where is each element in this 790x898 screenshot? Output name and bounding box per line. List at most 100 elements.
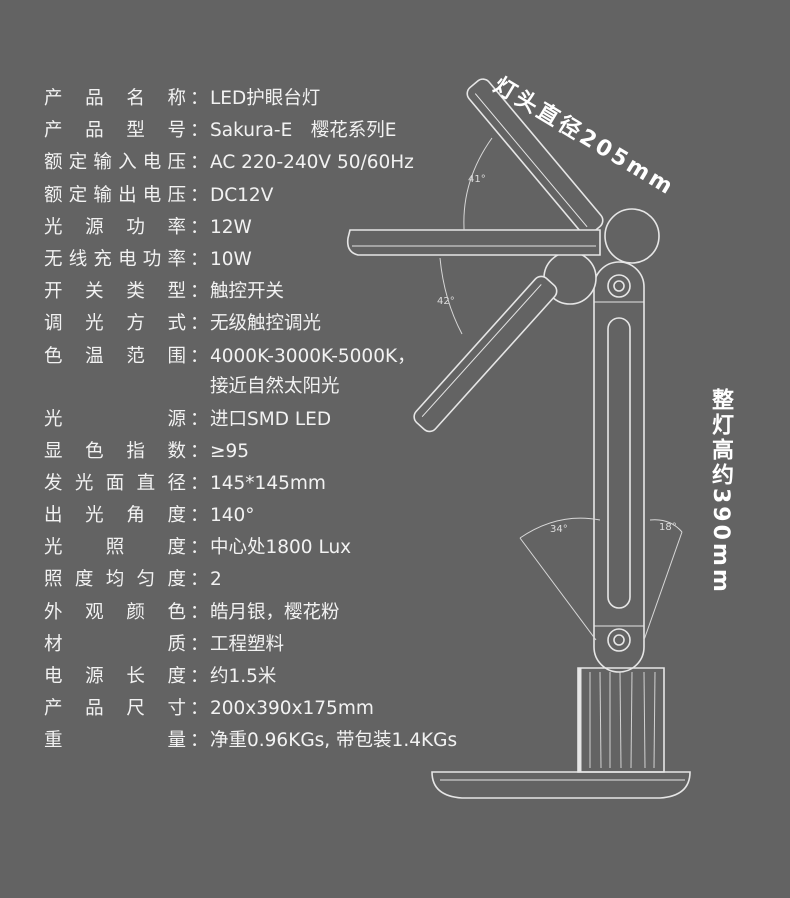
spec-row: 材质：工程塑料 xyxy=(44,630,457,662)
spec-row: 调光方式：无级触控调光 xyxy=(44,309,457,341)
spec-label-char: 产 xyxy=(44,120,63,142)
spec-label-char: 方 xyxy=(126,313,145,335)
spec-label-char: 定 xyxy=(68,152,88,174)
spec-label-char: 重 xyxy=(44,730,63,752)
lamp-base xyxy=(431,771,691,799)
spec-value-text: LED护眼台灯 xyxy=(210,88,321,109)
spec-value-text: 工程塑料 xyxy=(210,633,285,655)
lamp-head-low xyxy=(413,275,558,433)
spec-label-char: 度 xyxy=(167,537,186,559)
spec-value-text: 10W xyxy=(210,248,252,270)
spec-value: 触控开关 xyxy=(210,277,284,307)
spec-value-text: ≥95 xyxy=(210,440,250,462)
spec-value: 10W xyxy=(210,245,252,275)
spec-label-char: 压 xyxy=(167,152,186,174)
spec-label-char: 长 xyxy=(126,666,145,687)
spec-label: 额定输出电压 xyxy=(44,181,186,211)
angle-34-label: 34° xyxy=(550,524,568,535)
spec-label: 材质 xyxy=(44,630,186,660)
spec-value: 约1.5米 xyxy=(210,662,276,692)
spec-value-text: 皓月银，樱花粉 xyxy=(210,601,340,623)
spec-value-text: 140° xyxy=(210,505,255,527)
spec-label-char: 发 xyxy=(44,472,63,494)
spec-colon: ： xyxy=(190,698,209,720)
spec-label-char: 额 xyxy=(44,184,63,206)
spec-colon: ： xyxy=(190,281,209,303)
spec-value: 12W xyxy=(210,213,252,243)
spec-value-text: 2 xyxy=(210,569,222,591)
spec-label-char: 品 xyxy=(85,120,104,142)
spec-value: 200x390x175mm xyxy=(210,694,374,724)
spec-label-char: 尺 xyxy=(126,698,145,720)
spec-label: 无线充电功率 xyxy=(44,245,186,275)
spec-label-char: 外 xyxy=(44,601,63,623)
spec-value: 工程塑料 xyxy=(210,630,284,660)
spec-label-char: 调 xyxy=(44,313,63,335)
spec-row: 产品型号：Sakura-E 樱花系列E xyxy=(44,116,457,148)
spec-value: 进口SMD LED xyxy=(210,405,331,435)
angle-18-label: 18° xyxy=(659,522,677,533)
spec-label-char: 观 xyxy=(85,601,104,623)
lamp-arm xyxy=(593,261,645,673)
spec-value-text: 中心处1800 Lux xyxy=(210,537,352,559)
spec-label-char: 量 xyxy=(167,730,186,752)
spec-label-char: 入 xyxy=(118,152,137,174)
spec-row: 外观颜色：皓月银，樱花粉 xyxy=(44,598,457,630)
spec-label-char: 度 xyxy=(167,505,186,527)
spec-colon: ： xyxy=(190,537,209,559)
spec-value: ≥95 xyxy=(210,437,249,467)
spec-label-char: 充 xyxy=(93,248,112,270)
spec-colon: ： xyxy=(190,601,209,623)
spec-row: 显色指数：≥95 xyxy=(44,437,457,469)
spec-label-char: 率 xyxy=(167,216,186,238)
spec-colon: ： xyxy=(190,216,209,238)
spec-label-char: 材 xyxy=(44,633,63,655)
spec-row: 开关类型：触控开关 xyxy=(44,277,457,309)
spec-label-char: 色 xyxy=(167,601,186,623)
spec-label-char: 光 xyxy=(74,472,94,494)
total-height-label: 整灯高约390mm xyxy=(708,388,733,595)
spec-label-char: 型 xyxy=(167,281,186,303)
spec-value: 140° xyxy=(210,501,255,531)
spec-label-char: 电 xyxy=(142,152,162,174)
spec-row: 电源长度：约1.5米 xyxy=(44,662,457,694)
spec-colon: ： xyxy=(190,569,209,591)
spec-row: 光源功率：12W xyxy=(44,213,457,245)
lamp-neck xyxy=(577,667,665,773)
spec-label-char: 产 xyxy=(44,88,63,109)
spec-label: 光照度 xyxy=(44,533,186,563)
spec-row: 重量：净重0.96KGs, 带包装1.4KGs xyxy=(44,726,457,758)
spec-label-char: 名 xyxy=(126,88,145,109)
spec-label-char: 定 xyxy=(68,184,88,206)
spec-label-char: 径 xyxy=(167,472,186,494)
spec-value-text: 进口SMD LED xyxy=(210,408,332,430)
spec-label: 产品型号 xyxy=(44,116,186,146)
spec-label: 产品名称 xyxy=(44,84,186,114)
spec-colon: ： xyxy=(190,248,209,270)
spec-label-char: 光 xyxy=(44,216,63,238)
spec-label: 光源 xyxy=(44,405,186,435)
spec-label-char: 式 xyxy=(167,313,186,335)
spec-colon: ： xyxy=(190,633,209,655)
spec-label-char: 号 xyxy=(167,120,186,142)
spec-label-char: 功 xyxy=(126,216,145,238)
spec-value: 净重0.96KGs, 带包装1.4KGs xyxy=(210,726,457,756)
spec-value: 皓月银，樱花粉 xyxy=(210,598,340,628)
spec-value-text: 145*145mm xyxy=(210,472,326,494)
spec-label: 重量 xyxy=(44,726,186,756)
spec-label-char: 源 xyxy=(85,216,104,238)
spec-value-text: Sakura-E 樱花系列E xyxy=(210,120,397,142)
spec-label-char: 线 xyxy=(68,248,88,270)
spec-label-char: 产 xyxy=(44,698,63,720)
spec-label: 发光面直径 xyxy=(44,469,186,499)
spec-colon: ： xyxy=(190,472,209,494)
spec-label-char: 照 xyxy=(44,569,63,591)
spec-label: 调光方式 xyxy=(44,309,186,339)
spec-label: 照度均匀度 xyxy=(44,565,186,595)
spec-label-char: 光 xyxy=(85,505,104,527)
spec-value-text: AC 220-240V 50/60Hz xyxy=(210,152,414,174)
spec-label-char: 光 xyxy=(85,313,104,335)
spec-label-char: 类 xyxy=(126,281,145,303)
